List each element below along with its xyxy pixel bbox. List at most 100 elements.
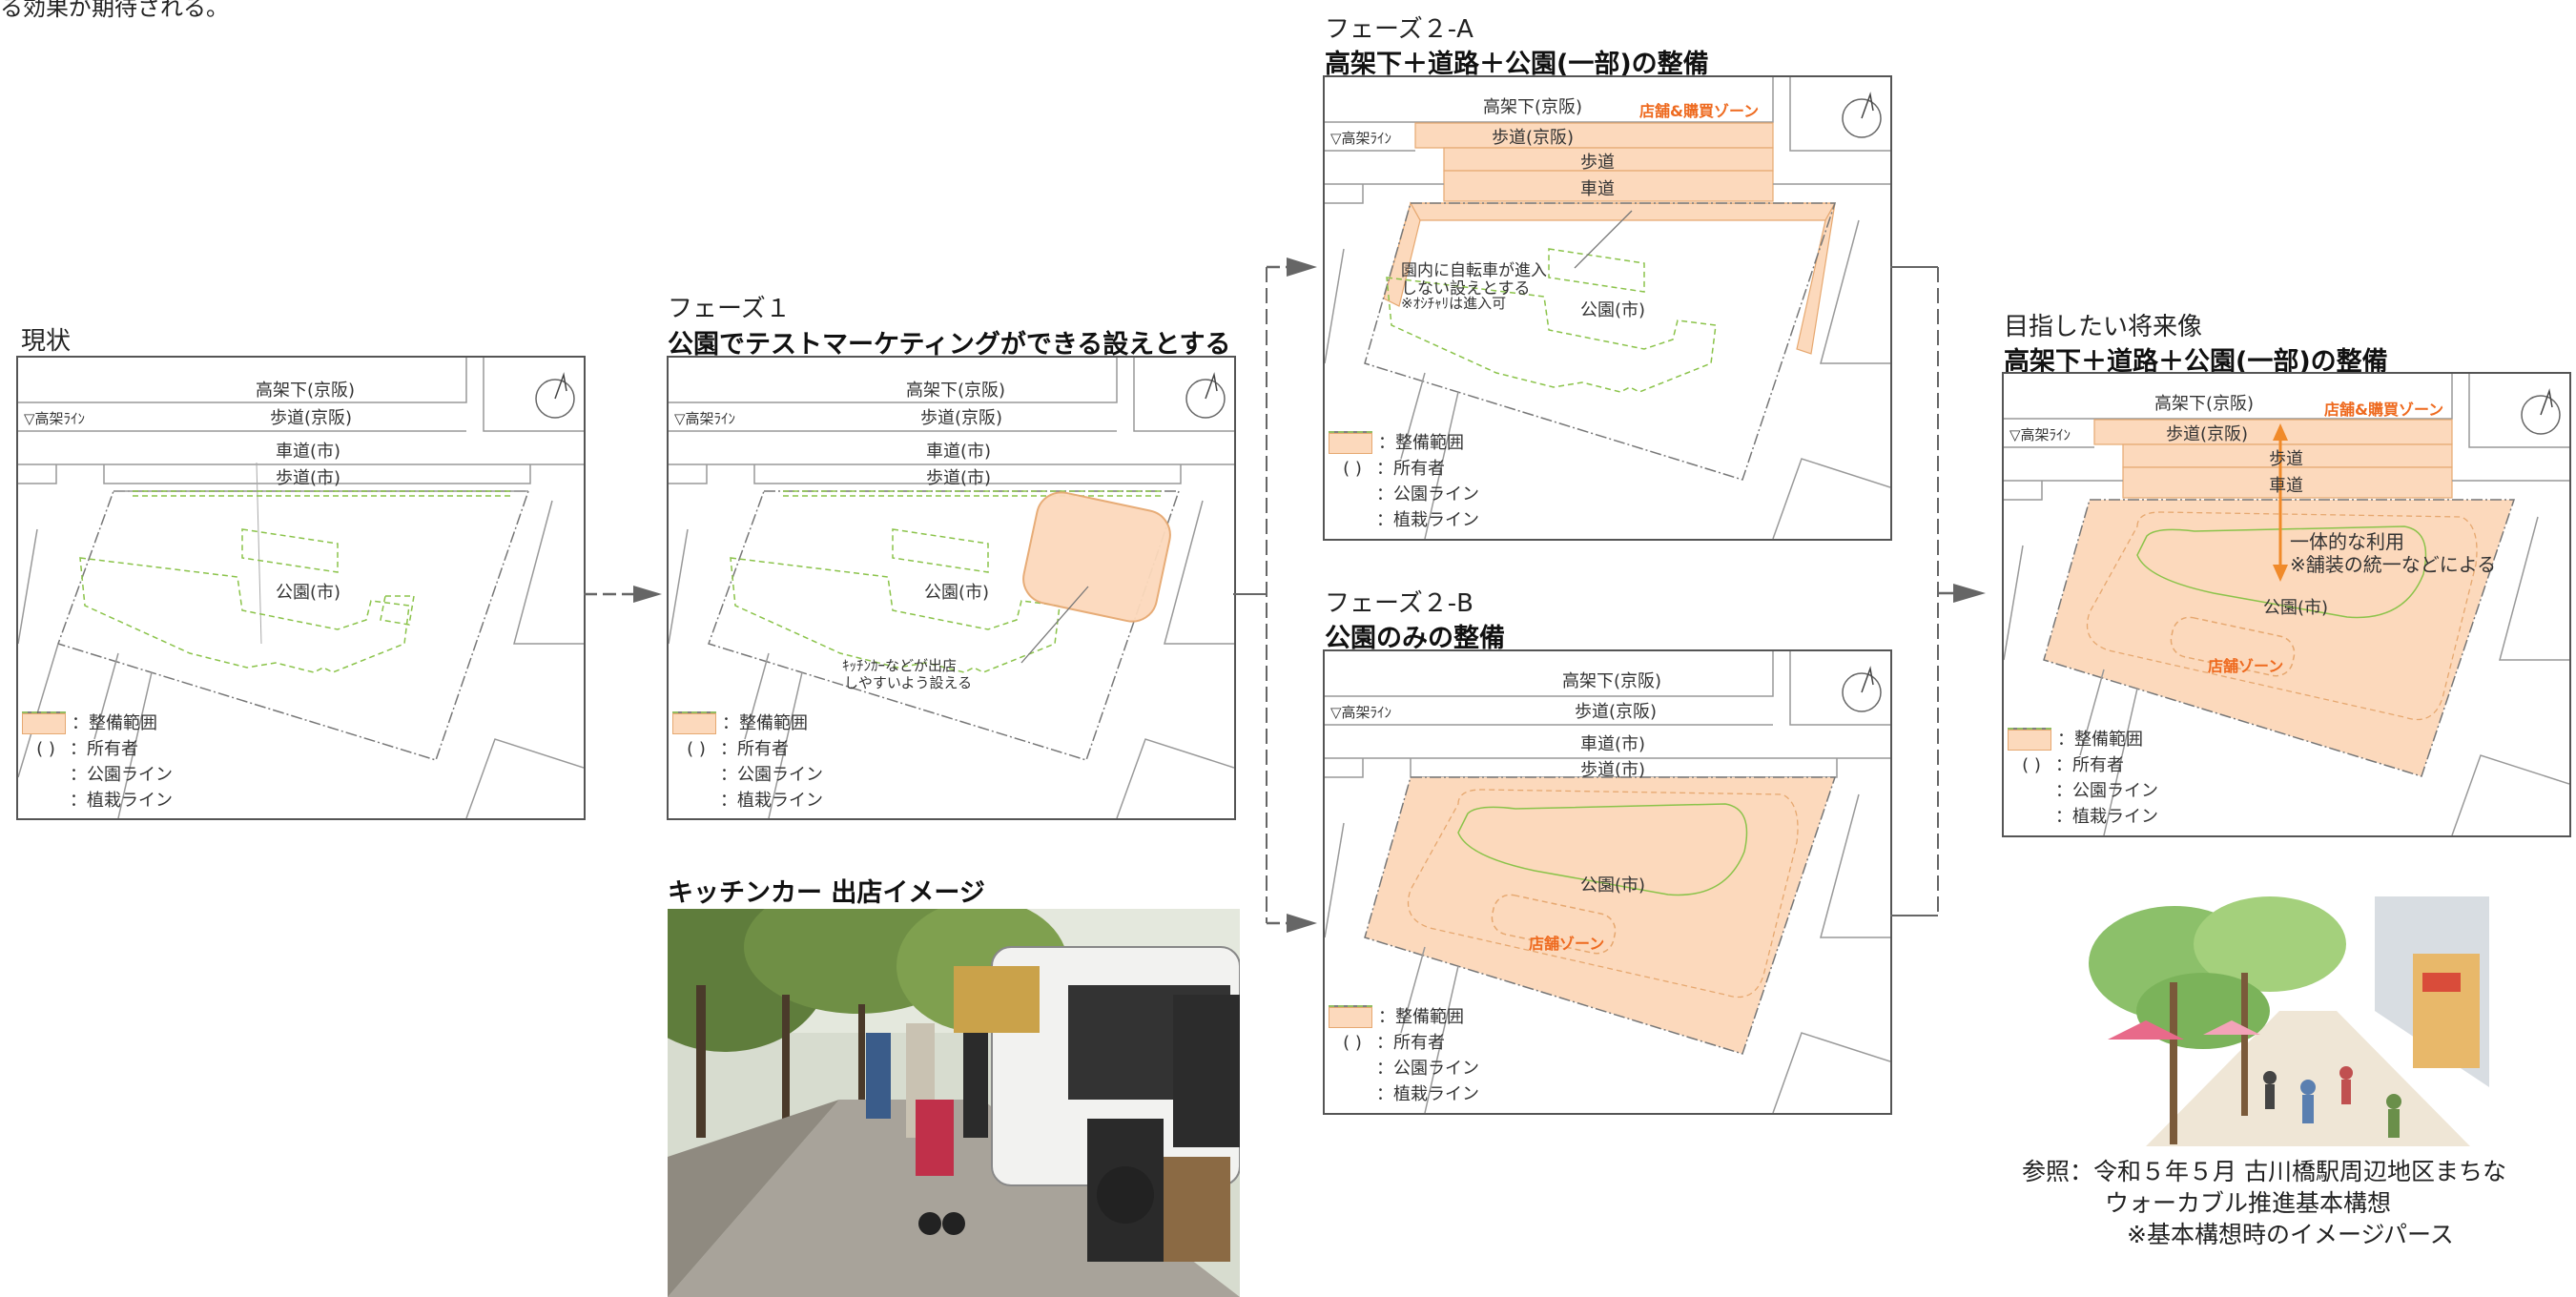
label-park-city: 公園(市) [924, 583, 990, 603]
label-walk-keihan: 歩道(京阪) [920, 408, 1003, 428]
future-subtitle: 高架下＋道路＋公園(一部)の整備 [2004, 347, 2388, 377]
phase1-subtitle: 公園でテストマーケティングができる設えとする [668, 330, 1231, 360]
legend-fill-swatch [672, 712, 716, 734]
legend-park-line: ：公園ライン [2055, 781, 2158, 801]
legend: ：整備範囲 ( ) ：所有者 ：公園ライン ：植栽ライン [22, 710, 173, 813]
label-elevated-line: ▽高架ﾗｲﾝ [2009, 426, 2071, 443]
kitchen-car-photo [668, 909, 1240, 1297]
legend-owner: ：所有者 [720, 739, 789, 759]
legend-owner-key: ( ) [1343, 459, 1362, 479]
label-elevated-line: ▽高架ﾗｲﾝ [24, 410, 86, 427]
legend-owner: ：所有者 [1376, 459, 1445, 479]
label-elevated: 高架下(京阪) [1562, 671, 1662, 691]
legend: ：整備範囲 ( )：所有者 ：公園ライン ：植栽ライン [1329, 430, 1479, 533]
phase2b-title: フェーズ２-B [1325, 589, 1473, 618]
phase2b-subtitle: 公園のみの整備 [1325, 624, 1505, 653]
label-elevated: 高架下(京阪) [2154, 394, 2255, 414]
label-road-city: 車道(市) [926, 442, 992, 462]
bracket-to-phase2 [1233, 257, 1317, 933]
phase1-map-drawing [669, 358, 1234, 818]
label-shop-buy-zone: 店舗&購買ゾーン [2324, 401, 2444, 419]
label-walk-keihan: 歩道(京阪) [2166, 424, 2249, 444]
phase1-note-line1: ｷｯﾁﾝｶｰなどが出店 [842, 657, 958, 674]
label-park-city: 公園(市) [1580, 875, 1646, 896]
reference-line1: 参照：令和５年５月 古川橋駅周辺地区まちな [2022, 1158, 2506, 1185]
label-elevated: 高架下(京阪) [256, 381, 356, 401]
phase2b-map-panel: 高架下(京阪) 歩道(京阪) ▽高架ﾗｲﾝ 車道(市) 歩道(市) 公園(市) … [1323, 649, 1892, 1115]
legend: ：整備範囲 ( ) ：所有者 ：公園ライン ：植栽ライン [672, 710, 823, 813]
legend: ：整備範囲 ( )：所有者 ：公園ライン ：植栽ライン [1329, 1004, 1479, 1107]
legend-owner: ：所有者 [70, 739, 138, 759]
phase2a-map-drawing [1325, 77, 1890, 539]
future-map-drawing [2004, 374, 2569, 835]
future-note-line2: ※舗装の統一などによる [2290, 553, 2497, 576]
label-walk-keihan: 歩道(京阪) [1492, 128, 1575, 148]
label-road: 車道 [2269, 476, 2303, 496]
legend-park-line: ：公園ライン [720, 765, 823, 785]
future-map-panel: 高架下(京阪) 店舗&購買ゾーン 歩道(京阪) ▽高架ﾗｲﾝ 歩道 車道 一体的… [2002, 372, 2571, 837]
legend-plant-line: ：植栽ライン [2055, 807, 2158, 827]
label-park-city: 公園(市) [276, 583, 341, 603]
label-walk-city: 歩道(市) [926, 468, 992, 488]
label-park-city: 公園(市) [2263, 598, 2329, 618]
legend-owner-key: ( ) [36, 739, 55, 759]
kitchen-car-title: キッチンカー 出店イメージ [668, 878, 985, 908]
label-road: 車道 [1580, 179, 1615, 199]
label-park-city: 公園(市) [1580, 300, 1646, 320]
label-elevated: 高架下(京阪) [906, 381, 1006, 401]
current-map-drawing [18, 358, 584, 818]
legend-owner: ：所有者 [2055, 755, 2124, 775]
reference-line3: ※基本構想時のイメージパース [2127, 1221, 2454, 1248]
legend-plant-line: ：植栽ライン [1376, 510, 1479, 530]
legend-owner-key: ( ) [1343, 1033, 1362, 1053]
legend-owner-key: ( ) [687, 739, 706, 759]
label-shop-zone: 店舗ゾーン [1529, 935, 1605, 953]
legend-plant-line: ：植栽ライン [720, 791, 823, 811]
phase2a-map-panel: 高架下(京阪) 店舗&購買ゾーン 歩道(京阪) ▽高架ﾗｲﾝ 歩道 車道 園内に… [1323, 75, 1892, 541]
phase1-map-panel: 高架下(京阪) 歩道(京阪) ▽高架ﾗｲﾝ 車道(市) 歩道(市) 公園(市) … [667, 356, 1236, 820]
current-map-panel: 高架下(京阪) 歩道(京阪) ▽高架ﾗｲﾝ 車道(市) 歩道(市) 公園(市) … [16, 356, 586, 820]
label-elevated: 高架下(京阪) [1483, 97, 1583, 117]
phase2a-note-line3: ※ｵｼﾁｬﾘは進入可 [1401, 295, 1507, 312]
label-walk: 歩道 [1580, 153, 1615, 173]
future-title: 目指したい将来像 [2004, 313, 2203, 341]
future-note-line1: 一体的な利用 [2290, 530, 2404, 553]
current-title: 現状 [21, 327, 72, 356]
legend-fill-swatch [22, 712, 66, 734]
legend-fill-swatch [1329, 1006, 1372, 1028]
label-walk-city: 歩道(市) [276, 468, 341, 488]
legend-range: ：整備範囲 [722, 713, 808, 733]
label-road-city: 車道(市) [1580, 734, 1646, 754]
phase2a-note-line1: 園内に自転車が進入 [1401, 261, 1547, 280]
legend-park-line: ：公園ライン [1376, 484, 1479, 504]
label-walk-keihan: 歩道(京阪) [270, 408, 353, 428]
label-walk-keihan: 歩道(京阪) [1575, 702, 1658, 722]
phase2a-subtitle: 高架下＋道路＋公園(一部)の整備 [1325, 50, 1709, 79]
phase1-fill-area [1022, 491, 1171, 623]
label-walk: 歩道 [2269, 449, 2303, 469]
label-elevated-line: ▽高架ﾗｲﾝ [1330, 130, 1392, 147]
legend-park-line: ：公園ライン [70, 765, 173, 785]
label-elevated-line: ▽高架ﾗｲﾝ [674, 410, 736, 427]
legend-fill-swatch [1329, 432, 1372, 454]
phase2b-map-drawing [1325, 651, 1890, 1113]
future-illustration [2089, 896, 2489, 1146]
legend-plant-line: ：植栽ライン [1376, 1084, 1479, 1104]
label-elevated-line: ▽高架ﾗｲﾝ [1330, 704, 1392, 721]
legend-owner: ：所有者 [1376, 1033, 1445, 1053]
phase2a-note-line2: しない設えとする [1401, 279, 1531, 299]
phase2a-title: フェーズ２-A [1325, 15, 1473, 44]
legend-range: ：整備範囲 [72, 713, 157, 733]
bracket-to-future [1890, 266, 1986, 916]
legend-owner-key: ( ) [2022, 755, 2041, 775]
reference-line2: ウォーカブル推進基本構想 [2105, 1189, 2392, 1217]
arrow-current-to-phase1 [584, 586, 662, 603]
legend-range: ：整備範囲 [1378, 1007, 1464, 1027]
label-shop-buy-zone: 店舗&購買ゾーン [1639, 102, 1760, 120]
phase1-note-line2: しやすいよう設える [844, 674, 973, 691]
label-shop-zone: 店舗ゾーン [2208, 657, 2284, 675]
phase1-title: フェーズ１ [668, 295, 791, 323]
legend-plant-line: ：植栽ライン [70, 791, 173, 811]
label-walk-city: 歩道(市) [1580, 760, 1646, 780]
label-road-city: 車道(市) [276, 442, 341, 462]
